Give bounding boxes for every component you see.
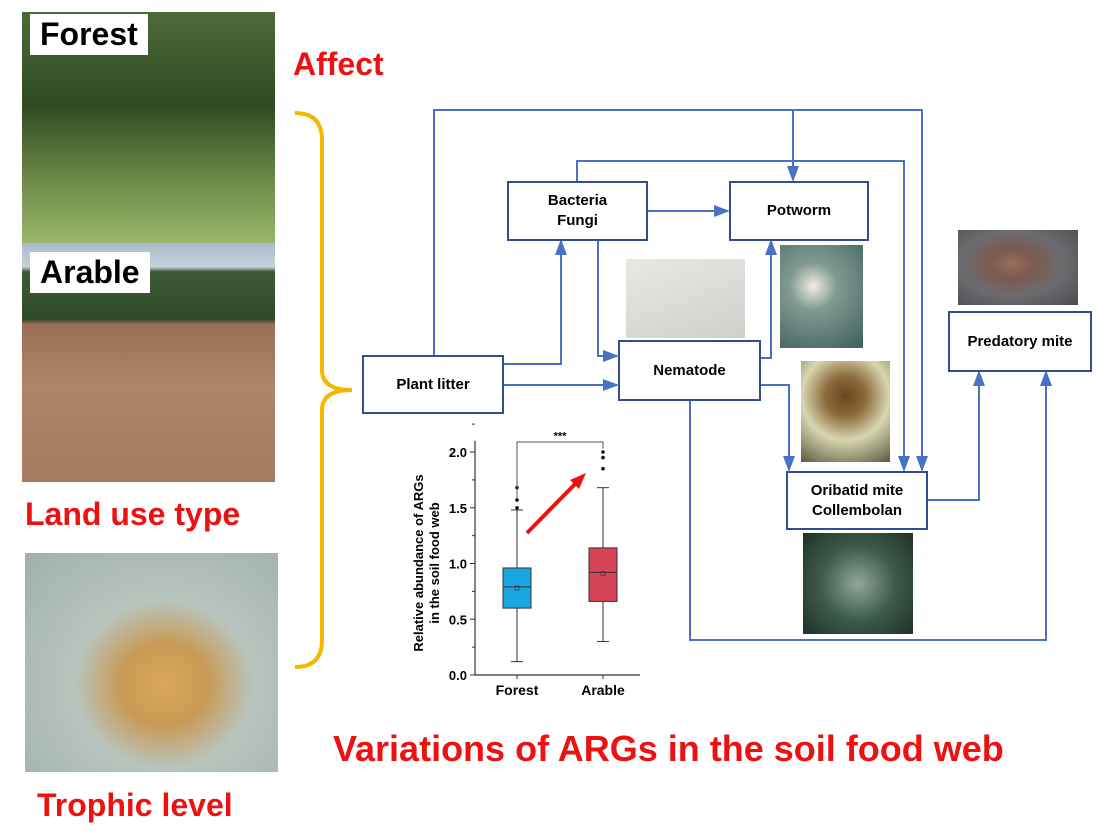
node-label: Collembolan (811, 501, 902, 519)
link-oribatid-predatory (927, 370, 985, 501)
y-axis-label: in the soil food web (427, 502, 442, 623)
link-litter-top (433, 109, 928, 472)
link-nematode-oribatid (760, 384, 795, 472)
node-label: Predatory mite (967, 332, 1073, 350)
link-nematode-predatory (689, 370, 1052, 641)
increase-arrow (525, 479, 580, 535)
oribatid-mite-photo (801, 361, 890, 462)
mean-marker (514, 585, 520, 591)
collembolan-photo (803, 533, 913, 634)
node-potworm: Potworm (729, 181, 869, 241)
trophic-level-label: Trophic level (37, 787, 233, 823)
link-bacteria-nematode (597, 240, 619, 362)
node-plant-litter: Plant litter (362, 355, 504, 414)
y-axis-label: Relative abundance of ARGs (411, 474, 426, 651)
mean-marker (600, 571, 606, 576)
outlier-point (515, 505, 519, 510)
outlier-point (601, 455, 605, 460)
link-litter-bacteria (503, 239, 567, 365)
arable-label: Arable (30, 252, 150, 293)
nematode-photo (626, 259, 745, 338)
significance-label: *** (554, 431, 568, 443)
forest-label: Forest (30, 14, 148, 55)
y-tick-label: 1.5 (449, 501, 467, 516)
x-tick-label: Forest (496, 682, 539, 698)
potworm-photo (780, 245, 863, 348)
y-tick-label: 0.5 (449, 612, 467, 627)
main-title: Variations of ARGs in the soil food web (333, 728, 1004, 769)
predatory-mite-photo (958, 230, 1078, 305)
bracket (294, 111, 353, 669)
box-arable (588, 547, 618, 602)
outlier-point (601, 466, 605, 471)
node-label: Fungi (557, 212, 598, 229)
box-forest (502, 567, 532, 609)
link-bacteria-oribatid (576, 160, 910, 472)
x-tick-label: Arable (581, 682, 625, 698)
mite-photo (25, 553, 278, 772)
increase-arrow-head (570, 473, 586, 489)
outlier-point (515, 498, 519, 502)
node-label: Plant litter (396, 375, 470, 393)
affect-label: Affect (293, 46, 384, 82)
node-label: Nematode (653, 361, 726, 379)
node-predatory-mite: Predatory mite (948, 311, 1092, 372)
node-nematode: Nematode (618, 340, 761, 401)
y-tick-label: 2.0 (449, 445, 467, 460)
outlier-point (601, 450, 605, 454)
y-tick-label: 0.0 (449, 668, 467, 683)
node-label: Potworm (766, 202, 832, 219)
node-label: Oribatid mite (810, 481, 904, 499)
link-nematode-potworm (760, 239, 777, 359)
land-use-type-label: Land use type (25, 496, 241, 532)
node-label: Bacteria (547, 192, 608, 209)
significance-bracket (516, 441, 604, 499)
y-tick-label: 1.0 (449, 557, 467, 572)
